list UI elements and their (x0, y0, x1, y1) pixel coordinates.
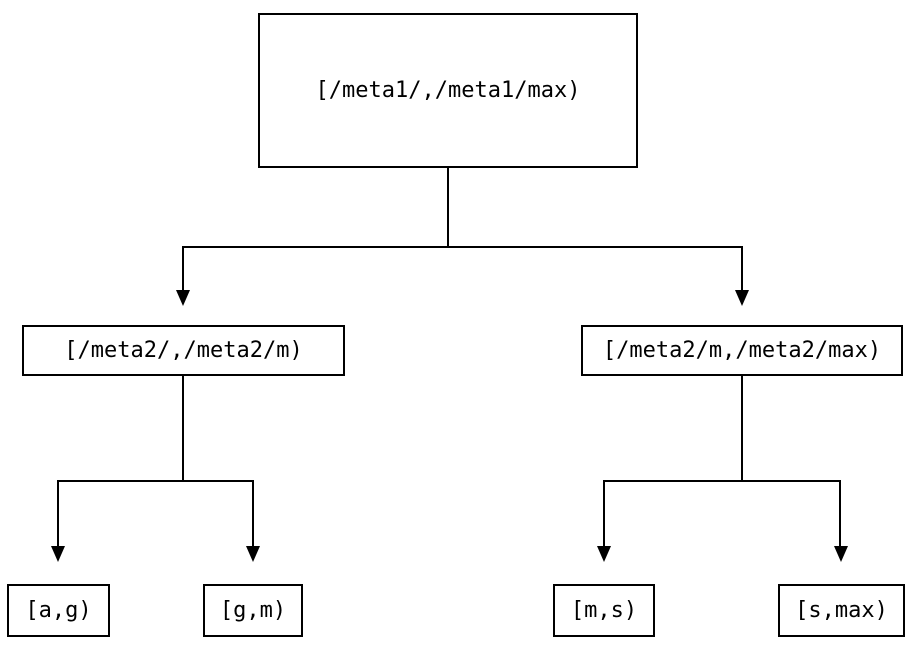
edge-to-left-node (182, 246, 184, 292)
node-root-label: [/meta1/,/meta1/max) (315, 78, 581, 103)
edge-level1-crossbar (182, 246, 743, 248)
node-leaf-gm: [g,m) (203, 584, 303, 637)
edge-left-crossbar (57, 480, 254, 482)
node-leaf-smax-label: [s,max) (795, 598, 888, 623)
node-leaf-ag: [a,g) (7, 584, 110, 637)
edge-root-stem (447, 168, 449, 247)
node-root-interval: [/meta1/,/meta1/max) (258, 13, 638, 168)
edge-to-right-node (741, 246, 743, 292)
edge-to-leaf-ag (57, 480, 59, 548)
arrowhead-down-ms-icon (597, 546, 611, 562)
arrowhead-down-smax-icon (834, 546, 848, 562)
arrowhead-down-gm-icon (246, 546, 260, 562)
node-leaf-gm-label: [g,m) (219, 598, 287, 623)
edge-to-leaf-ms (603, 480, 605, 548)
node-leaf-ms-label: [m,s) (570, 598, 638, 623)
edge-right-stem (741, 376, 743, 482)
node-leaf-smax: [s,max) (778, 584, 905, 637)
node-leaf-ms: [m,s) (553, 584, 655, 637)
arrowhead-down-left-icon (176, 290, 190, 306)
node-left-interval: [/meta2/,/meta2/m) (22, 325, 345, 376)
arrowhead-down-ag-icon (51, 546, 65, 562)
node-right-label: [/meta2/m,/meta2/max) (602, 338, 882, 363)
arrowhead-down-right-icon (735, 290, 749, 306)
node-right-interval: [/meta2/m,/meta2/max) (581, 325, 903, 376)
edge-to-leaf-smax (839, 480, 841, 548)
edge-right-crossbar (603, 480, 841, 482)
node-left-label: [/meta2/,/meta2/m) (64, 338, 303, 363)
node-leaf-ag-label: [a,g) (25, 598, 92, 623)
edge-left-stem (182, 376, 184, 482)
edge-to-leaf-gm (252, 480, 254, 548)
